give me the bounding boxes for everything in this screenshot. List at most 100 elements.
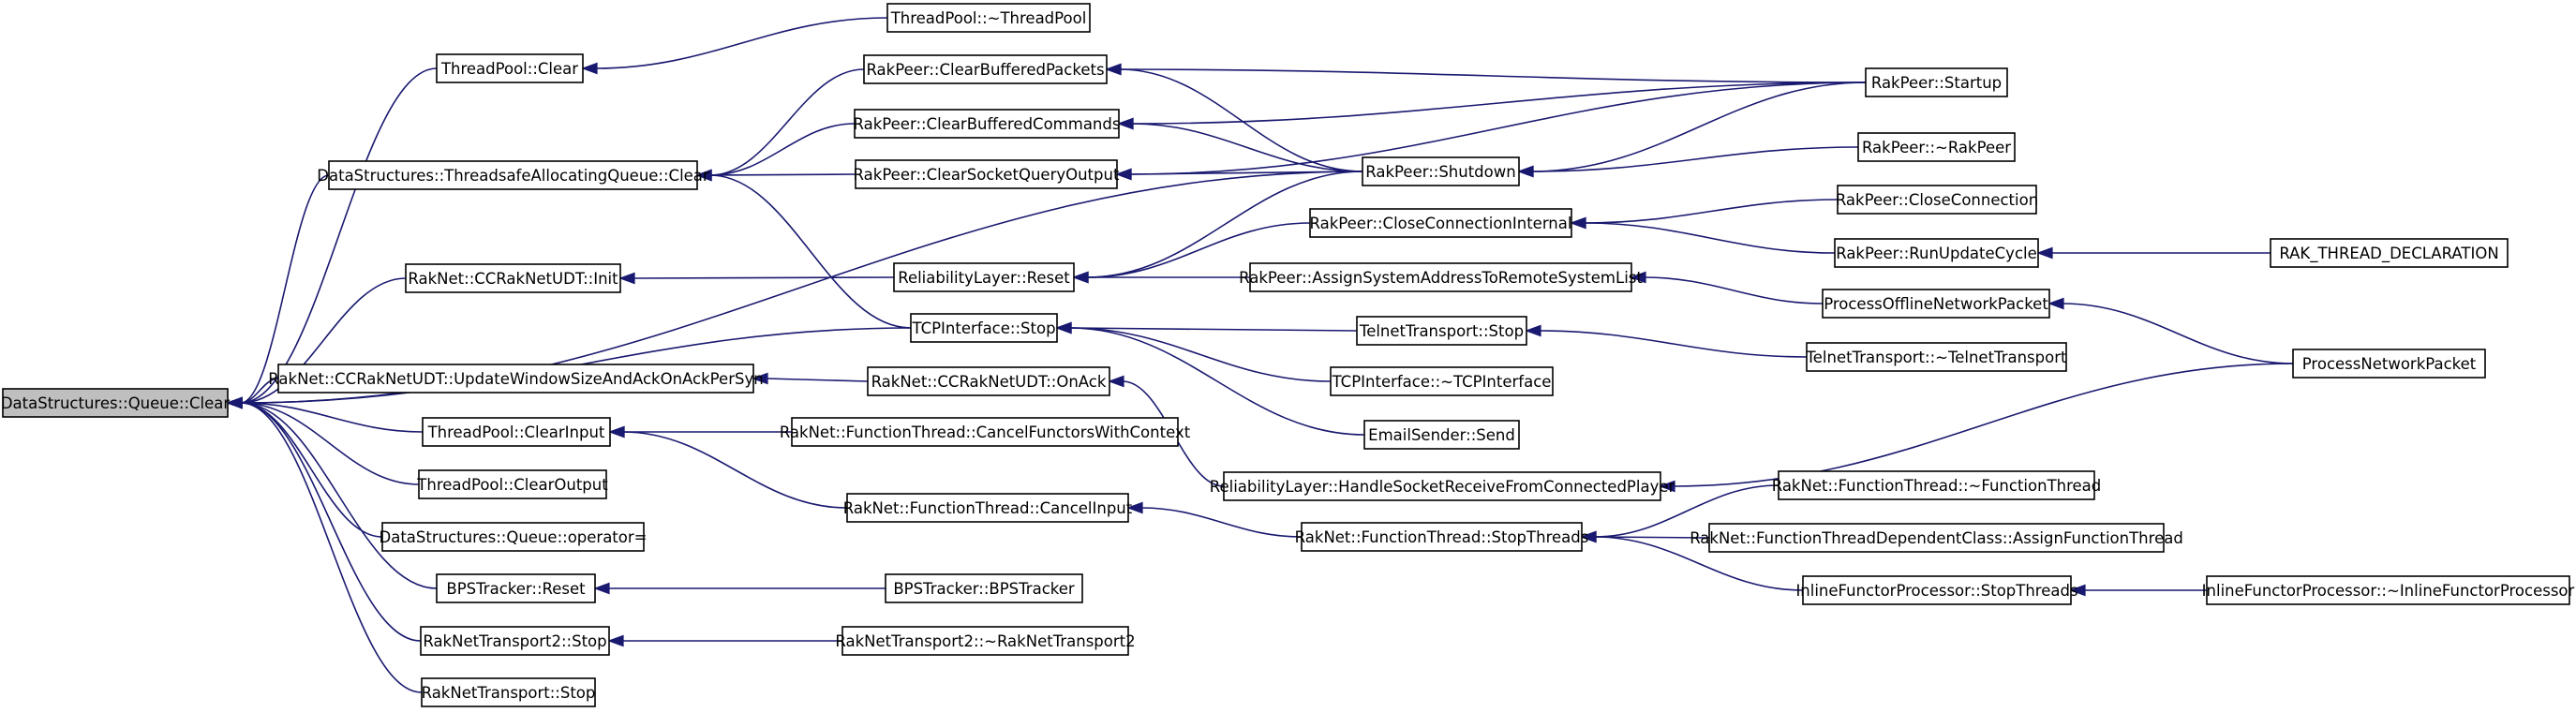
edge-line bbox=[1131, 82, 1867, 125]
graph-node-rlreset[interactable]: ReliabilityLayer::Reset bbox=[893, 262, 1075, 292]
edge-line bbox=[1594, 536, 1804, 591]
node-label: DataStructures::Queue::Clear bbox=[1, 394, 231, 412]
edge-line bbox=[622, 431, 848, 509]
node-box bbox=[418, 469, 607, 499]
graph-node-bpsreset[interactable]: BPSTracker::Reset bbox=[436, 573, 596, 603]
node-label: TCPInterface::Stop bbox=[911, 319, 1055, 337]
edge-line bbox=[1594, 536, 1710, 539]
arrowhead-icon bbox=[752, 372, 768, 385]
edge-line bbox=[1129, 171, 1363, 175]
graph-node-emailsend[interactable]: EmailSender::Send bbox=[1363, 420, 1520, 450]
arrowhead-icon bbox=[593, 582, 610, 595]
edge-line bbox=[1584, 222, 1836, 254]
arrowhead-icon bbox=[1115, 168, 1132, 181]
graph-node-rlhsr[interactable]: ReliabilityLayer::HandleSocketReceiveFro… bbox=[1210, 471, 1675, 501]
edge-line bbox=[595, 17, 888, 69]
graph-node-ftstop[interactable]: RakNet::FunctionThread::StopThreads bbox=[1295, 522, 1589, 552]
graph-node-rnt2dtor[interactable]: RakNetTransport2::~RakNetTransport2 bbox=[835, 626, 1136, 656]
node-box bbox=[1362, 156, 1520, 186]
arrowhead-icon bbox=[608, 425, 625, 438]
edge-rpcbc-to-tsaq bbox=[695, 123, 856, 182]
node-box bbox=[863, 54, 1108, 84]
node-label: RakNet::CCRakNetUDT::UpdateWindowSizeAnd… bbox=[268, 370, 763, 388]
node-label: RakPeer::CloseConnection bbox=[1836, 191, 2038, 209]
graph-node-rpcbp[interactable]: RakPeer::ClearBufferedPackets bbox=[863, 54, 1108, 84]
graph-node-tcpdtor[interactable]: TCPInterface::~TCPInterface bbox=[1330, 366, 1554, 396]
graph-node-tsaq[interactable]: DataStructures::ThreadsafeAllocatingQueu… bbox=[317, 160, 709, 190]
graph-node-tpci[interactable]: ThreadPool::ClearInput bbox=[422, 417, 611, 447]
graph-node-udtinit[interactable]: RakNet::CCRakNetUDT::Init bbox=[405, 263, 621, 293]
node-box bbox=[420, 626, 610, 656]
node-box bbox=[277, 364, 754, 394]
graph-node-rpdtor[interactable]: RakPeer::~RakPeer bbox=[1857, 132, 2016, 162]
edge-line bbox=[1086, 171, 1363, 278]
node-label: RakNet::FunctionThread::CancelInput bbox=[843, 499, 1133, 517]
node-label: ReliabilityLayer::HandleSocketReceiveFro… bbox=[1210, 478, 1675, 496]
graph-node-ftcancelin[interactable]: RakNet::FunctionThread::CancelInput bbox=[843, 493, 1133, 523]
graph-node-ftdcassign[interactable]: RakNet::FunctionThreadDependentClass::As… bbox=[1690, 523, 2183, 553]
graph-node-tpclear[interactable]: ThreadPool::Clear bbox=[436, 53, 584, 83]
edge-telstop-to-tcpstop bbox=[1055, 321, 1358, 334]
edge-line bbox=[709, 173, 856, 176]
edge-line bbox=[240, 402, 424, 433]
edge-ifpdtor-to-ifpstop bbox=[2069, 584, 2207, 597]
edge-line bbox=[1140, 507, 1303, 538]
graph-node-telstop[interactable]: TelnetTransport::Stop bbox=[1356, 316, 1527, 346]
graph-node-dsqclear[interactable]: DataStructures::Queue::Clear bbox=[1, 388, 231, 418]
node-label: RakPeer::ClearSocketQueryOutput bbox=[854, 166, 1120, 184]
node-box bbox=[1708, 523, 2165, 553]
node-box bbox=[1309, 208, 1572, 238]
graph-node-tpdtor[interactable]: ThreadPool::~ThreadPool bbox=[886, 3, 1091, 33]
graph-node-rpcbc[interactable]: RakPeer::ClearBufferedCommands bbox=[854, 109, 1121, 139]
graph-node-rpcsq[interactable]: RakPeer::ClearSocketQueryOutput bbox=[854, 159, 1120, 189]
graph-node-rpstartup[interactable]: RakPeer::Startup bbox=[1865, 67, 2008, 97]
graph-node-rakthread[interactable]: RAK_THREAD_DECLARATION bbox=[2270, 238, 2509, 268]
node-box bbox=[867, 366, 1110, 396]
graph-node-bpsctor[interactable]: BPSTracker::BPSTracker bbox=[885, 573, 1083, 603]
edge-line bbox=[1531, 146, 1859, 172]
node-label: RakPeer::CloseConnectionInternal bbox=[1310, 215, 1572, 232]
edge-rlreset-to-udtinit bbox=[618, 272, 895, 285]
graph-node-rnt2stop[interactable]: RakNetTransport2::Stop bbox=[420, 626, 610, 656]
graph-node-teldtor[interactable]: TelnetTransport::~TelnetTransport bbox=[1806, 342, 2068, 372]
graph-node-ftcancelctx[interactable]: RakNet::FunctionThread::CancelFunctorsWi… bbox=[780, 417, 1191, 447]
graph-node-ifpstop[interactable]: InlineFunctorProcessor::StopThreads bbox=[1795, 575, 2078, 605]
graph-node-pnp[interactable]: ProcessNetworkPacket bbox=[2292, 349, 2486, 379]
arrowhead-icon bbox=[1630, 271, 1646, 284]
graph-node-rprunupdate[interactable]: RakPeer::RunUpdateCycle bbox=[1834, 238, 2039, 268]
edge-emailsend-to-tcpstop bbox=[1055, 321, 1365, 436]
arrowhead-icon bbox=[1580, 530, 1597, 543]
arrowhead-icon bbox=[1525, 324, 1541, 337]
graph-node-udtonack[interactable]: RakNet::CCRakNetUDT::OnAck bbox=[867, 366, 1110, 396]
edge-line bbox=[240, 402, 423, 693]
node-box bbox=[910, 313, 1058, 343]
edge-rnt2dtor-to-rnt2stop bbox=[607, 634, 842, 647]
graph-node-dsqop[interactable]: DataStructures::Queue::operator= bbox=[380, 522, 648, 552]
graph-node-rpshutdown[interactable]: RakPeer::Shutdown bbox=[1362, 156, 1520, 186]
graph-node-rntstop[interactable]: RakNetTransport::Stop bbox=[421, 677, 596, 707]
edge-line bbox=[1119, 68, 1363, 172]
graph-node-rpcci[interactable]: RakPeer::CloseConnectionInternal bbox=[1309, 208, 1572, 238]
edge-pnp-to-ponp bbox=[2047, 297, 2294, 364]
graph-node-ftdtor[interactable]: RakNet::FunctionThread::~FunctionThread bbox=[1772, 470, 2102, 500]
node-box bbox=[1865, 67, 2008, 97]
node-label: ProcessNetworkPacket bbox=[2302, 355, 2477, 373]
node-box bbox=[1806, 342, 2067, 372]
arrowhead-icon bbox=[226, 396, 243, 409]
edge-ifpstop-to-ftstop bbox=[1580, 530, 1804, 591]
edge-line bbox=[240, 174, 330, 404]
graph-node-tcpstop[interactable]: TCPInterface::Stop bbox=[910, 313, 1058, 343]
graph-node-ifpdtor[interactable]: InlineFunctorProcessor::~InlineFunctorPr… bbox=[2202, 575, 2575, 605]
node-label: RakPeer::AssignSystemAddressToRemoteSyst… bbox=[1239, 269, 1643, 287]
graph-node-udtwin[interactable]: RakNet::CCRakNetUDT::UpdateWindowSizeAnd… bbox=[268, 364, 764, 394]
edge-rprunupdate-to-rpcci bbox=[1570, 216, 1836, 254]
graph-node-tpco[interactable]: ThreadPool::ClearOutput bbox=[416, 469, 608, 499]
edge-ftstop-to-ftcancelin bbox=[1126, 501, 1303, 538]
edge-rpstartup-to-rpcbc bbox=[1117, 82, 1867, 130]
graph-node-ponp[interactable]: ProcessOfflineNetworkPacket bbox=[1822, 289, 2050, 319]
graph-node-rpcloseconn[interactable]: RakPeer::CloseConnection bbox=[1836, 185, 2038, 215]
edge-rakthread-to-rprunupdate bbox=[2036, 246, 2271, 260]
edge-line bbox=[766, 378, 869, 382]
graph-node-rpassign[interactable]: RakPeer::AssignSystemAddressToRemoteSyst… bbox=[1239, 262, 1643, 292]
edge-line bbox=[1131, 123, 1363, 172]
